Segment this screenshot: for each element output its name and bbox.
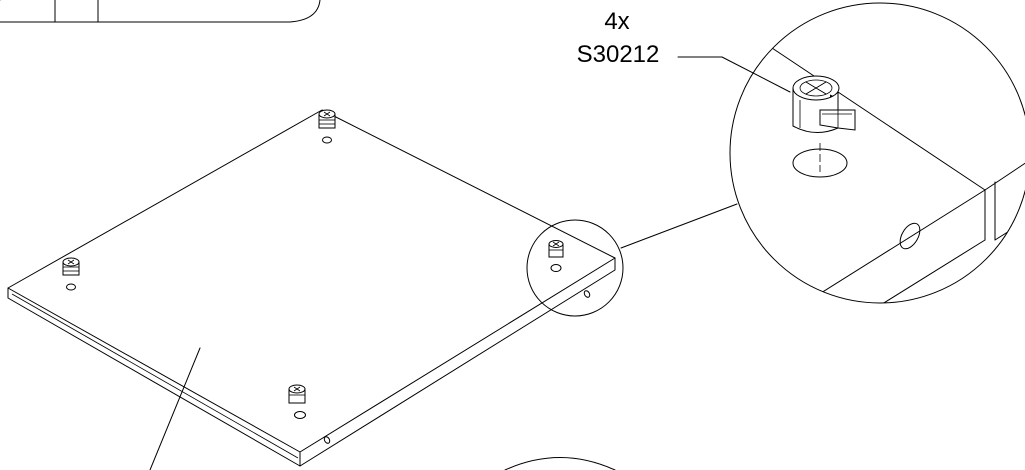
fitting-icon-right [548,240,564,272]
svg-text:▸: ▸ [830,93,834,100]
zoom-connector-line [620,203,738,249]
cam-fitting-detail-icon: ▸ [792,75,856,133]
part-leader-line [677,56,791,93]
panel-leader-line [149,347,201,470]
detail-marker-circle [526,219,624,317]
next-detail-circle-fragment [504,457,616,470]
shelf-panel-icon [7,109,616,467]
info-box-fragment [0,0,321,23]
fitting-icon-back [318,109,336,144]
fitting-icon-front [288,384,306,419]
zoom-detail-view: ▸ [729,2,1025,304]
quantity-label: 4x [604,8,629,35]
fitting-icon-left [62,257,80,291]
part-number-label: S30212 [577,41,660,68]
